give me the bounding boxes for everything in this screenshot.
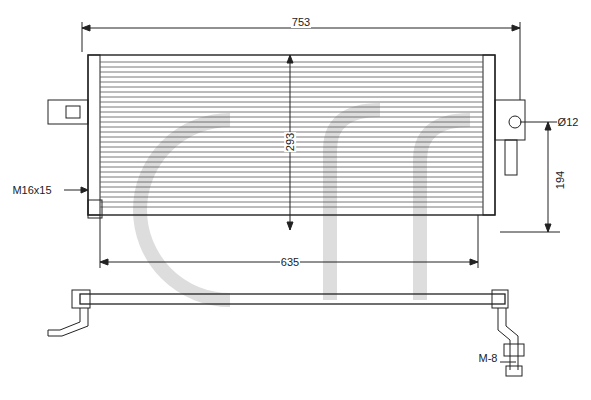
tube [100, 187, 483, 188]
tube [100, 127, 483, 128]
tube [100, 87, 483, 88]
dimension-label: 635 [280, 256, 300, 268]
tube [100, 122, 483, 123]
dimension-label: 753 [291, 16, 311, 28]
tube [100, 182, 483, 183]
tube [100, 202, 483, 203]
tube [100, 112, 483, 113]
tube [100, 102, 483, 103]
tube [100, 207, 483, 208]
dimension-label: Ø12 [557, 116, 580, 128]
tube [100, 167, 483, 168]
tube [100, 77, 483, 78]
dimension-label: M-8 [478, 352, 499, 364]
tube [100, 97, 483, 98]
tube [100, 157, 483, 158]
tube [100, 162, 483, 163]
dimension-label: M16x15 [11, 184, 52, 196]
tube [100, 82, 483, 83]
tube [100, 107, 483, 108]
dimension-label: 293 [284, 132, 296, 152]
watermark-logo [140, 110, 470, 300]
tube [100, 197, 483, 198]
tube [100, 92, 483, 93]
tube [100, 67, 483, 68]
tube [100, 192, 483, 193]
tube [100, 172, 483, 173]
tube [100, 177, 483, 178]
tube [100, 72, 483, 73]
tube [100, 117, 483, 118]
dimension-label: 194 [554, 170, 566, 190]
